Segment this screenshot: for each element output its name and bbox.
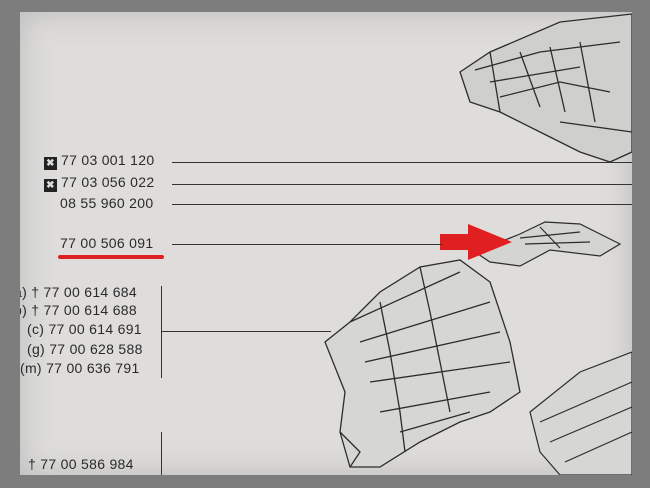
car-body-drawing: [459, 13, 632, 163]
group-item-4-prefix: (g): [27, 341, 46, 357]
group-item-3: (c) 77 00 614 691: [27, 321, 142, 337]
part-number-4: 77 00 506 091: [60, 235, 154, 251]
part-number-3: 08 55 960 200: [60, 195, 154, 211]
catalog-page: ✖ 77 03 001 120 ✖ 77 03 056 022 08 55 960 …: [20, 12, 632, 475]
group-item-5-number: 77 00 636 791: [46, 360, 140, 376]
highlighted-panel-drawing: [473, 221, 622, 267]
part-number-last: † 77 00 586 984: [28, 456, 134, 472]
inner-wing-drawing: [324, 259, 521, 468]
part-number-2-text: 77 03 056 022: [61, 174, 155, 190]
group-item-3-prefix: (c): [27, 321, 45, 337]
rear-panel-drawing: [529, 351, 632, 475]
group-item-1-number: 77 00 614 684: [43, 284, 137, 300]
group-item-2-number: 77 00 614 688: [43, 302, 137, 318]
leader-line-3: [172, 204, 632, 205]
group-item-1: a) † 77 00 614 684: [20, 284, 137, 300]
red-underline: [58, 255, 164, 259]
leader-line-1: [172, 162, 632, 163]
group-item-5-prefix: (m): [20, 360, 42, 376]
group-item-4: (g) 77 00 628 588: [27, 341, 143, 357]
group-item-2: b) † 77 00 614 688: [20, 302, 137, 318]
group-item-5: (m) 77 00 636 791: [20, 360, 140, 376]
parts-illustration: [324, 13, 632, 475]
leader-line-group: [161, 331, 331, 332]
group-bracket: [161, 286, 162, 378]
group-item-4-number: 77 00 628 588: [49, 341, 143, 357]
leader-line-2: [172, 184, 632, 185]
lower-bracket: [161, 432, 162, 475]
cross-box-icon: ✖: [44, 157, 57, 170]
part-number-last-number: 77 00 586 984: [40, 456, 134, 472]
group-item-2-prefix: b) †: [20, 302, 40, 318]
part-number-2: ✖ 77 03 056 022: [44, 174, 154, 192]
group-item-1-prefix: a) †: [20, 284, 40, 300]
cross-box-icon: ✖: [44, 179, 57, 192]
leader-line-4: [172, 244, 442, 245]
red-arrow: [440, 224, 512, 260]
part-number-1: ✖ 77 03 001 120: [44, 152, 154, 170]
part-number-last-prefix: †: [28, 456, 37, 472]
part-number-1-text: 77 03 001 120: [61, 152, 155, 168]
group-item-3-number: 77 00 614 691: [48, 321, 142, 337]
